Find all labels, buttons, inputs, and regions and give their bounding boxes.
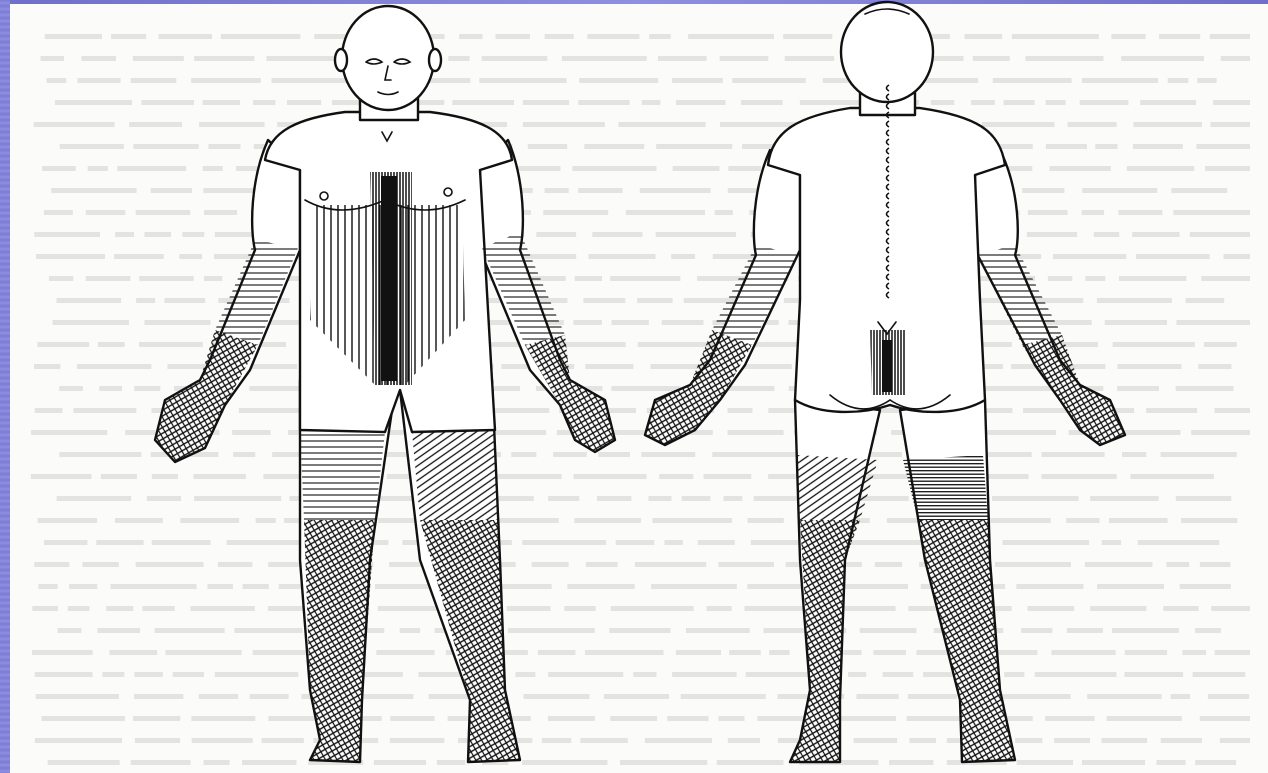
back-right-forearm-shading xyxy=(977,245,1062,345)
front-right-hand-shading xyxy=(525,335,615,452)
back-right-hand-shading xyxy=(1022,335,1125,445)
back-left-forearm-shading xyxy=(712,245,798,345)
back-right-shin-shading xyxy=(918,520,1015,762)
sacral-core xyxy=(882,340,892,392)
front-right-ear xyxy=(429,49,441,71)
back-left-hand-shading xyxy=(645,330,752,445)
posterior-view xyxy=(645,2,1125,762)
front-left-thigh-shading xyxy=(300,430,385,520)
front-right-thigh-shading xyxy=(412,430,498,520)
front-left-forearm-shading xyxy=(215,240,298,345)
front-right-shin-shading xyxy=(420,520,520,762)
anterior-view xyxy=(155,6,615,762)
back-right-thigh-shading xyxy=(903,455,988,520)
front-midline-core xyxy=(381,176,397,381)
front-left-ear xyxy=(335,49,347,71)
front-right-forearm-shading xyxy=(482,232,565,345)
back-left-thigh-shading xyxy=(797,455,878,520)
front-left-shin-shading xyxy=(304,520,375,762)
